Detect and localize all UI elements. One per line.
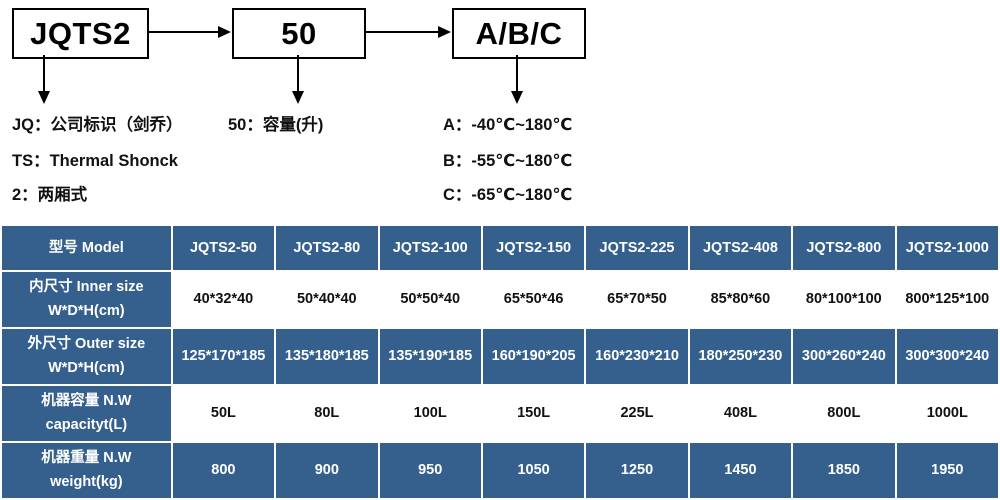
flow-box-capacity: 50 [232, 8, 366, 59]
header-label-model: 型号 Model [2, 226, 171, 270]
cell-capacity-6: 800L [793, 386, 895, 441]
row-label-line1: 外尺寸 Outer size [27, 336, 146, 353]
row-label-line1: 内尺寸 Inner size [29, 279, 144, 296]
row-label-capacity: 机器容量 N.W capacityt(L) [2, 386, 171, 441]
flow-box-temp-range-code-label: A/B/C [475, 16, 563, 51]
arrow-shaft [43, 55, 45, 92]
cell-inner-size-6: 80*100*100 [793, 272, 895, 327]
cell-capacity-5: 408L [689, 386, 792, 441]
header-model-3: JQTS2-150 [482, 226, 585, 270]
arrow-down-icon-2 [292, 55, 304, 104]
flow-box-model-prefix: JQTS2 [12, 8, 149, 59]
legend-temp-a: A：-40℃~180℃ [443, 116, 573, 134]
arrow-right-icon-2 [364, 26, 453, 38]
header-model-2: JQTS2-100 [379, 226, 481, 270]
header-model-6: JQTS2-800 [793, 226, 895, 270]
cell-outer-size-3: 160*190*205 [482, 329, 585, 384]
table-row: 内尺寸 Inner size W*D*H(cm) 40*32*40 50*40*… [2, 272, 998, 327]
legend-jq: JQ：公司标识（剑乔） [12, 116, 183, 134]
flow-box-temp-range-code: A/B/C [452, 8, 586, 59]
cell-weight-1: 900 [276, 443, 378, 498]
cell-outer-size-7: 300*300*240 [896, 329, 998, 384]
header-model-7: JQTS2-1000 [896, 226, 998, 270]
row-label-line1: 机器重量 N.W [41, 450, 132, 467]
header-model-5: JQTS2-408 [689, 226, 792, 270]
row-label-outer-size: 外尺寸 Outer size W*D*H(cm) [2, 329, 171, 384]
header-model-1: JQTS2-80 [276, 226, 378, 270]
cell-outer-size-4: 160*230*210 [586, 329, 688, 384]
cell-outer-size-5: 180*250*230 [689, 329, 792, 384]
cell-capacity-3: 150L [482, 386, 585, 441]
table-row: 外尺寸 Outer size W*D*H(cm) 125*170*185 135… [2, 329, 998, 384]
model-code-diagram: JQTS2 50 A/B/C JQ：公司标识（剑乔） TS：Thermal Sh… [0, 0, 1000, 224]
cell-capacity-1: 80L [276, 386, 378, 441]
row-label-line2: capacityt(L) [45, 417, 128, 433]
specification-table: 型号 Model JQTS2-50 JQTS2-80 JQTS2-100 JQT… [0, 224, 1000, 500]
cell-inner-size-1: 50*40*40 [276, 272, 378, 327]
cell-inner-size-7: 800*125*100 [896, 272, 998, 327]
cell-capacity-4: 225L [586, 386, 688, 441]
cell-capacity-2: 100L [379, 386, 481, 441]
table-row: 机器容量 N.W capacityt(L) 50L 80L 100L 150L … [2, 386, 998, 441]
cell-weight-3: 1050 [482, 443, 585, 498]
cell-outer-size-1: 135*180*185 [276, 329, 378, 384]
cell-weight-4: 1250 [586, 443, 688, 498]
cell-weight-6: 1850 [793, 443, 895, 498]
cell-outer-size-2: 135*190*185 [379, 329, 481, 384]
arrow-down-icon-1 [38, 55, 50, 104]
flow-box-capacity-label: 50 [281, 16, 317, 51]
cell-inner-size-5: 85*80*60 [689, 272, 792, 327]
header-model-4: JQTS2-225 [586, 226, 688, 270]
legend-volume: 50：容量(升) [228, 116, 324, 134]
legend-ts: TS：Thermal Shonck [12, 152, 178, 170]
arrow-head [292, 91, 304, 104]
arrow-head [218, 26, 231, 38]
row-label-line2: W*D*H(cm) [48, 303, 125, 319]
arrow-head [38, 91, 50, 104]
cell-weight-2: 950 [379, 443, 481, 498]
row-label-line1: 机器容量 N.W [41, 393, 132, 410]
flow-box-model-prefix-label: JQTS2 [30, 16, 131, 51]
arrow-right-icon-1 [147, 26, 233, 38]
legend-temp-b: B：-55℃~180℃ [443, 152, 573, 170]
arrow-shaft [516, 55, 518, 92]
cell-weight-0: 800 [172, 443, 275, 498]
table-row: 机器重量 N.W weight(kg) 800 900 950 1050 125… [2, 443, 998, 498]
legend-two-chamber: 2：两厢式 [12, 186, 88, 204]
cell-weight-7: 1950 [896, 443, 998, 498]
header-model-0: JQTS2-50 [172, 226, 275, 270]
arrow-shaft [297, 55, 299, 92]
cell-outer-size-6: 300*260*240 [793, 329, 895, 384]
cell-capacity-0: 50L [172, 386, 275, 441]
cell-outer-size-0: 125*170*185 [172, 329, 275, 384]
arrow-head [438, 26, 451, 38]
row-label-line2: W*D*H(cm) [48, 360, 125, 376]
cell-capacity-7: 1000L [896, 386, 998, 441]
arrow-head [511, 91, 523, 104]
cell-inner-size-4: 65*70*50 [586, 272, 688, 327]
row-label-line2: weight(kg) [50, 474, 123, 490]
legend-temp-c: C：-65℃~180℃ [443, 186, 573, 204]
cell-inner-size-2: 50*50*40 [379, 272, 481, 327]
table-header-row: 型号 Model JQTS2-50 JQTS2-80 JQTS2-100 JQT… [2, 226, 998, 270]
arrow-shaft [147, 31, 220, 33]
row-label-inner-size: 内尺寸 Inner size W*D*H(cm) [2, 272, 171, 327]
arrow-down-icon-3 [511, 55, 523, 104]
row-label-weight: 机器重量 N.W weight(kg) [2, 443, 171, 498]
cell-weight-5: 1450 [689, 443, 792, 498]
cell-inner-size-0: 40*32*40 [172, 272, 275, 327]
cell-inner-size-3: 65*50*46 [482, 272, 585, 327]
arrow-shaft [364, 31, 440, 33]
